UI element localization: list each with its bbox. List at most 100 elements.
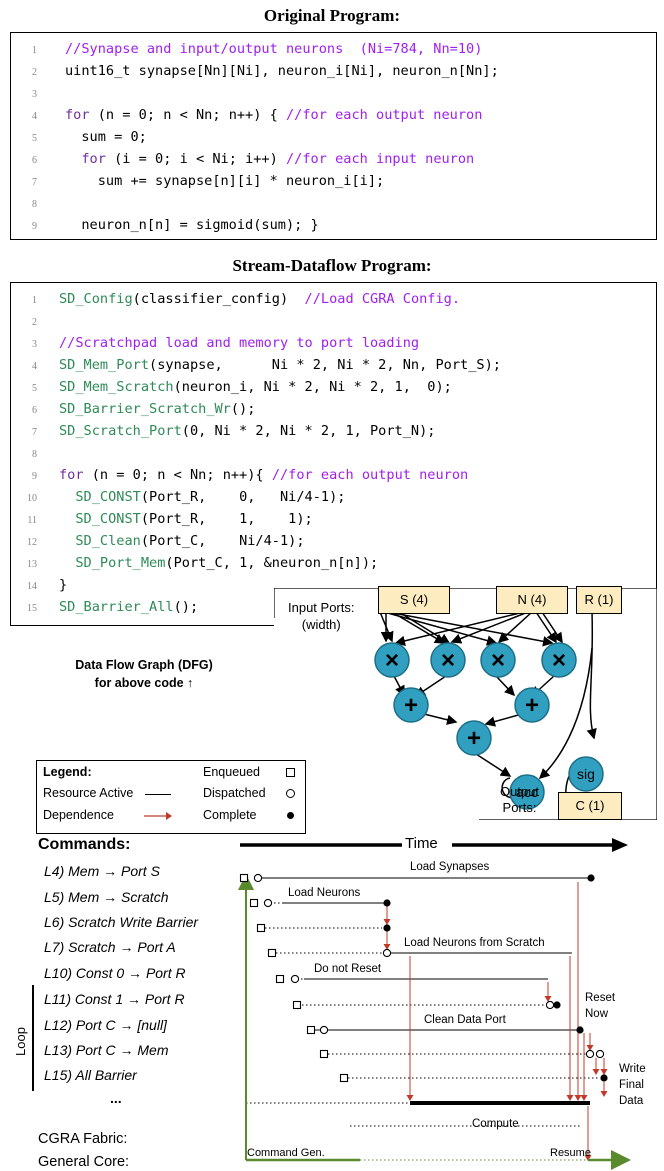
original-code-line: 5 sum = 0; xyxy=(11,125,147,149)
ellipsis: ... xyxy=(110,1090,122,1106)
line-number: 1 xyxy=(32,295,37,306)
complete-marker xyxy=(576,1026,584,1034)
dispatched-marker xyxy=(319,1025,329,1035)
enqueued-marker xyxy=(275,974,285,984)
stream-code-line: 8 xyxy=(11,441,59,465)
bar-do-not-reset: Do not Reset xyxy=(314,963,382,975)
original-code-line: 7 sum += synapse[n][i] * neuron_i[i]; xyxy=(11,169,384,193)
line-number: 13 xyxy=(27,559,37,570)
code-text: SD_Barrier_Scratch_Wr(); xyxy=(59,401,256,417)
bar-load-synapses: Load Synapses xyxy=(410,861,490,873)
code-text: uint16_t synapse[Nn][Ni], neuron_i[Ni], … xyxy=(65,63,499,79)
stream-code-line: 1 SD_Config(classifier_config) //Load CGR… xyxy=(11,287,460,311)
stream-code-line: 3 //Scratchpad load and memory to port lo… xyxy=(11,331,419,355)
command-label: L13) Port C → Mem xyxy=(44,1042,169,1058)
original-code-line: 1//Synapse and input/output neurons (Ni=… xyxy=(11,37,482,61)
code-text: sum = 0; xyxy=(65,129,147,145)
line-number: 2 xyxy=(32,67,37,78)
line-number: 4 xyxy=(32,111,37,122)
bar-command-gen: Command Gen. xyxy=(247,1147,325,1159)
line-number: 7 xyxy=(32,177,37,188)
add-node-label: + xyxy=(525,692,539,719)
code-text: //Scratchpad load and memory to port loa… xyxy=(59,335,420,351)
line-number: 6 xyxy=(32,405,37,416)
command-label: L5) Mem → Scratch xyxy=(44,889,169,905)
enqueued-marker xyxy=(249,898,259,908)
legend-title: Legend: xyxy=(43,765,92,779)
code-text: SD_Mem_Scratch(neuron_i, Ni * 2, Ni * 2,… xyxy=(59,379,452,395)
dispatched-marker xyxy=(585,1049,595,1059)
code-text: } xyxy=(59,577,68,593)
output-ports-label-1: Output xyxy=(500,784,540,799)
code-text: //Synapse and input/output neurons (Ni=7… xyxy=(65,41,483,57)
port-c: C (1) xyxy=(558,792,622,820)
original-code-line: 3 xyxy=(11,81,65,105)
code-text: sum += synapse[n][i] * neuron_i[i]; xyxy=(65,173,385,189)
legend-dispatched: Dispatched xyxy=(203,786,266,800)
dfg-caption: Data Flow Graph (DFG) for above code ↑ xyxy=(42,656,246,692)
stream-code-line: 6 SD_Barrier_Scratch_Wr(); xyxy=(11,397,255,421)
dispatched-marker xyxy=(595,1049,605,1059)
dfg-caption-line2: for above code ↑ xyxy=(94,676,194,690)
line-number: 9 xyxy=(32,471,37,482)
sig-node xyxy=(568,756,604,792)
legend-resource-active: Resource Active xyxy=(43,786,134,800)
legend-dependence: Dependence xyxy=(43,808,114,822)
mul-node xyxy=(374,642,410,678)
legend-complete: Complete xyxy=(203,808,257,822)
dispatched-marker xyxy=(253,873,263,883)
add-node xyxy=(393,687,429,723)
port-s: S (4) xyxy=(378,586,450,614)
mul-node-label: × xyxy=(385,647,399,674)
line-number: 9 xyxy=(32,221,37,232)
cgra-fabric-label: CGRA Fabric: xyxy=(38,1131,128,1147)
code-text: SD_Config(classifier_config) //Load CGRA… xyxy=(59,291,461,307)
write-line3: Data xyxy=(619,1095,644,1107)
loop-bracket xyxy=(32,985,34,1091)
stream-code-line: 14} xyxy=(11,573,67,597)
input-ports-label-1: Input Ports: xyxy=(288,600,355,615)
dependence-arrows xyxy=(383,882,608,1161)
enqueued-marker xyxy=(319,1049,329,1059)
timeline-svg xyxy=(238,873,631,1170)
original-code-line: 8 xyxy=(11,191,65,215)
complete-marker xyxy=(383,899,391,907)
line-number: 12 xyxy=(27,537,37,548)
command-label: L4) Mem → Port S xyxy=(44,863,160,879)
line-number: 4 xyxy=(32,361,37,372)
mul-node-label: × xyxy=(552,647,566,674)
line-number: 3 xyxy=(32,89,37,100)
mul-node xyxy=(480,642,516,678)
stream-code-line: 10 SD_CONST(Port_R, 0, Ni/4-1); xyxy=(11,485,345,509)
dispatched-marker xyxy=(382,948,392,958)
bar-resume: Resume xyxy=(550,1147,591,1159)
line-number: 8 xyxy=(32,199,37,210)
original-program-title: Original Program: xyxy=(263,6,401,25)
stream-code-box: 1 SD_Config(classifier_config) //Load CGR… xyxy=(10,282,657,626)
code-text: for (i = 0; i < Ni; i++) //for each inpu… xyxy=(81,151,475,167)
dfg-edges xyxy=(379,611,598,786)
command-label: L11) Const 1 → Port R xyxy=(44,991,185,1007)
line-number: 10 xyxy=(27,493,37,504)
line-number: 15 xyxy=(27,603,37,614)
line-number: 3 xyxy=(32,339,37,350)
add-node-label: + xyxy=(404,692,418,719)
command-label: L6) Scratch Write Barrier xyxy=(44,914,199,930)
line-number: 5 xyxy=(32,383,37,394)
resource-lines xyxy=(262,877,588,1031)
add-node-label: + xyxy=(467,725,481,752)
input-ports-label-2: (width) xyxy=(301,617,341,632)
code-text: neuron_n[n] = sigmoid(sum); } xyxy=(65,217,319,233)
original-code-box: 1//Synapse and input/output neurons (Ni=… xyxy=(10,32,657,240)
enqueued-square-icon xyxy=(286,768,295,777)
legend-resource-line xyxy=(145,794,171,795)
line-number: 5 xyxy=(32,133,37,144)
mul-node xyxy=(541,642,577,678)
enqueued-marker xyxy=(239,873,249,883)
mul-node xyxy=(430,642,466,678)
command-label: L10) Const 0 → Port R xyxy=(44,965,186,981)
port-n: N (4) xyxy=(496,586,568,614)
